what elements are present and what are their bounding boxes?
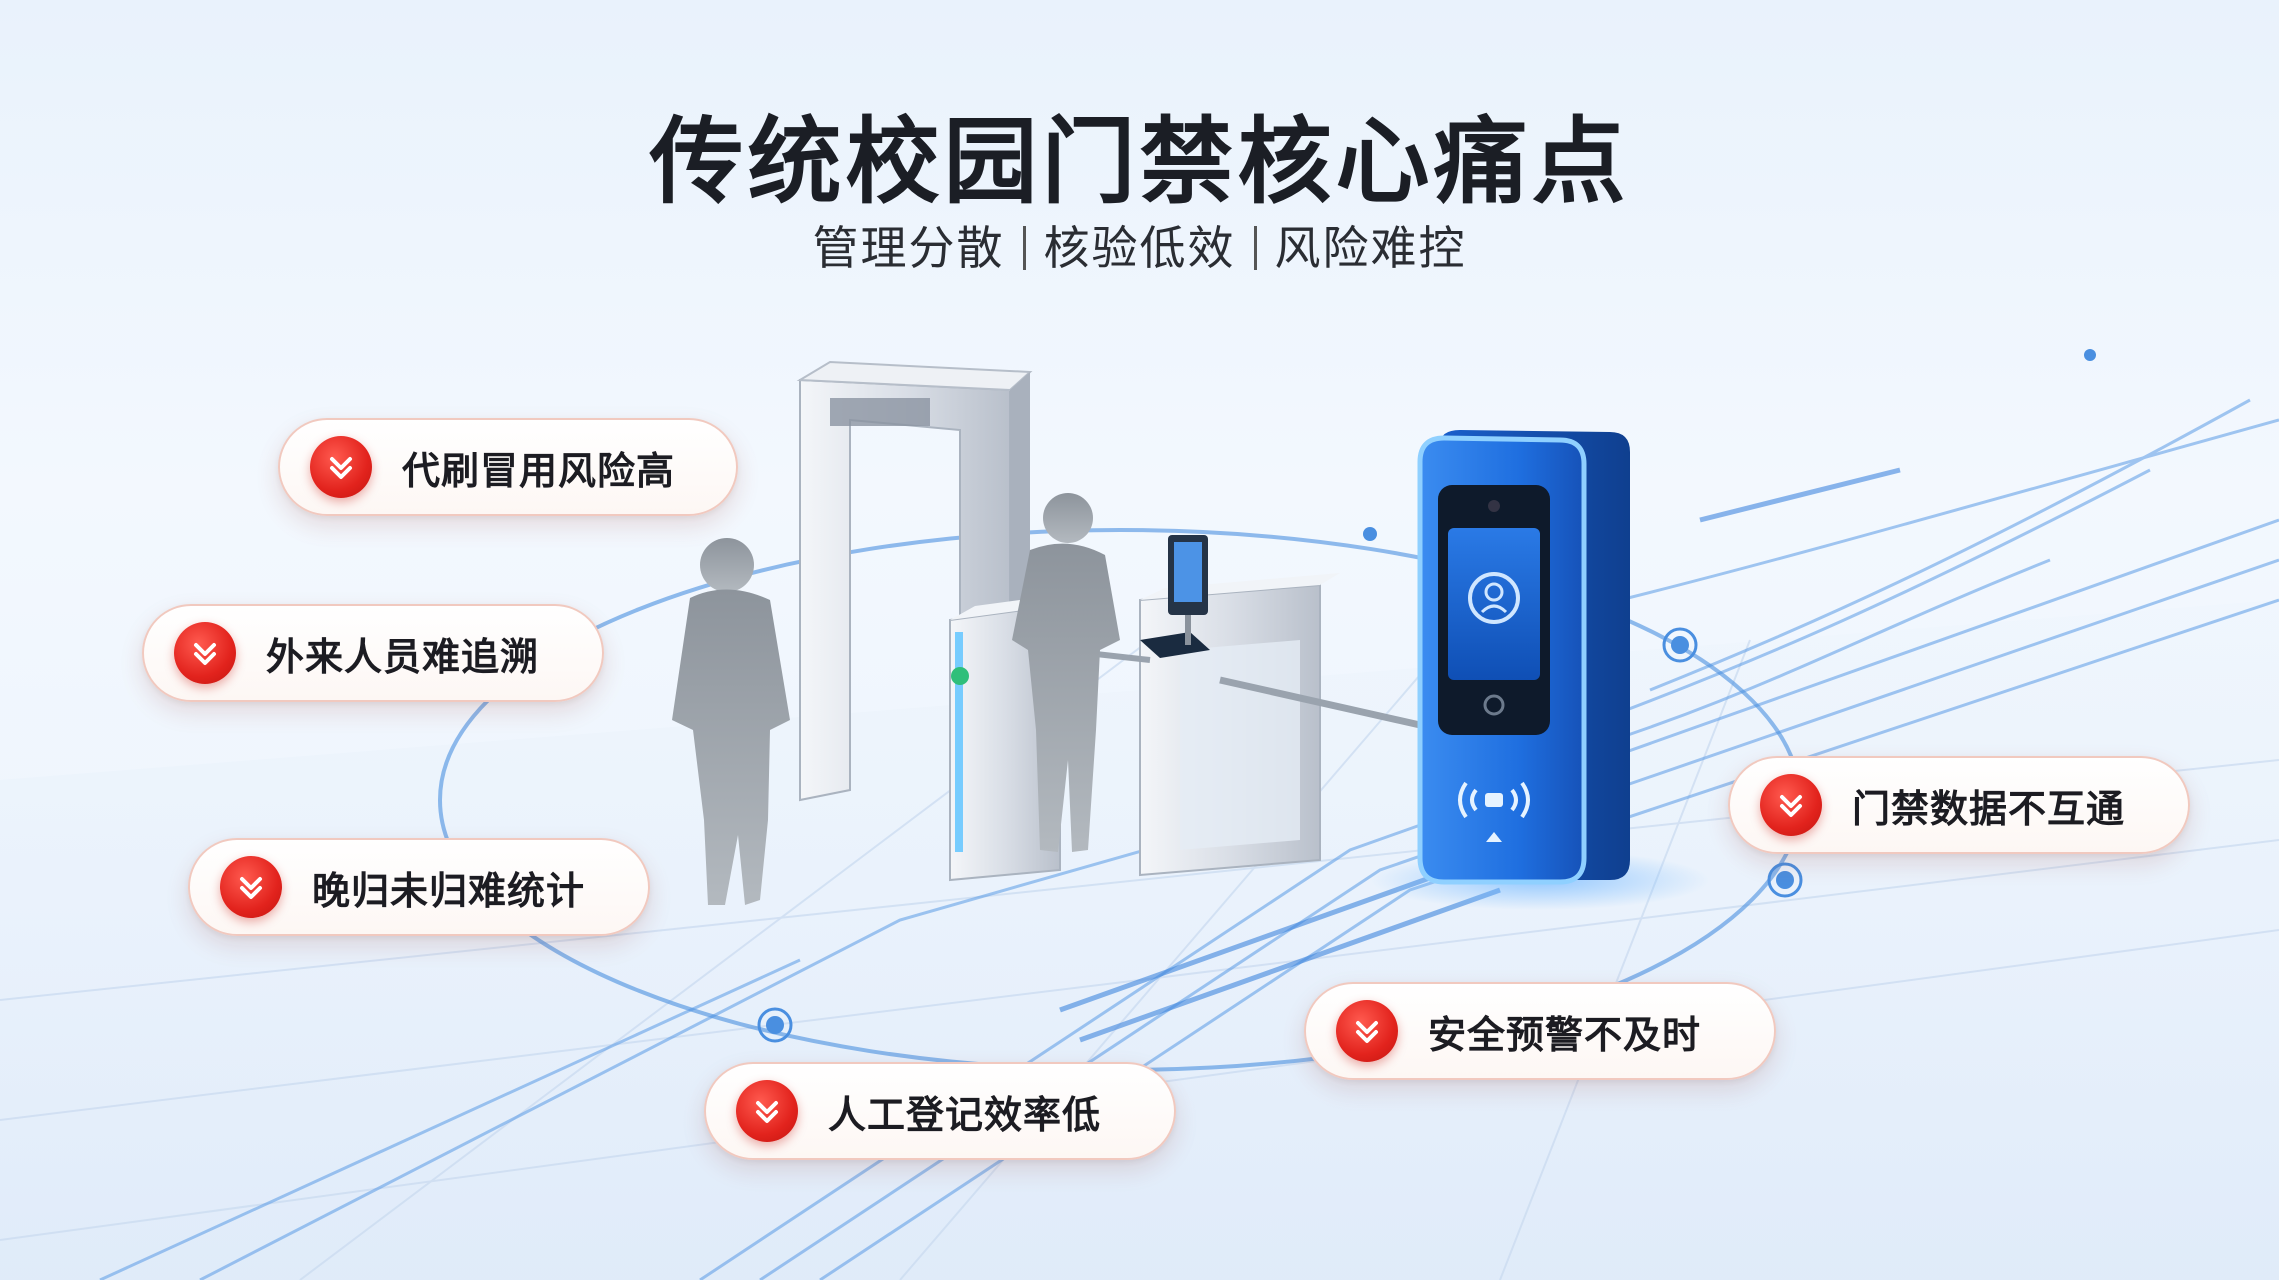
alert-down-chevron-icon — [174, 622, 236, 684]
subtitle-separator — [1022, 226, 1026, 270]
pain-point-label: 门禁数据不互通 — [1852, 786, 2126, 831]
pain-point-label: 外来人员难追溯 — [266, 634, 540, 679]
pain-point-label: 晚归未归难统计 — [312, 868, 586, 913]
alert-down-chevron-icon — [736, 1080, 798, 1142]
pain-point-label: 人工登记效率低 — [828, 1092, 1102, 1137]
alert-down-chevron-icon — [310, 436, 372, 498]
pain-point-pill-5: 安全预警不及时 — [1304, 982, 1776, 1080]
pain-point-label: 安全预警不及时 — [1428, 1012, 1702, 1057]
pain-point-pill-2: 外来人员难追溯 — [142, 604, 604, 702]
pain-point-pill-6: 门禁数据不互通 — [1728, 756, 2190, 854]
alert-down-chevron-icon — [1336, 1000, 1398, 1062]
subtitle-item-3: 风险难控 — [1274, 221, 1467, 275]
page-title: 传统校园门禁核心痛点 — [649, 108, 1630, 217]
subtitle-item-1: 管理分散 — [812, 221, 1005, 275]
alert-down-chevron-icon — [220, 856, 282, 918]
subtitle-item-2: 核验低效 — [1043, 221, 1236, 275]
subtitle-separator — [1253, 226, 1257, 270]
alert-down-chevron-icon — [1760, 774, 1822, 836]
pain-point-pill-4: 人工登记效率低 — [704, 1062, 1176, 1160]
pain-point-pill-1: 代刷冒用风险高 — [278, 418, 738, 516]
page-subtitle: 管理分散核验低效风险难控 — [0, 212, 2279, 278]
pain-point-label: 代刷冒用风险高 — [402, 448, 676, 493]
pain-point-pill-3: 晚归未归难统计 — [188, 838, 650, 936]
